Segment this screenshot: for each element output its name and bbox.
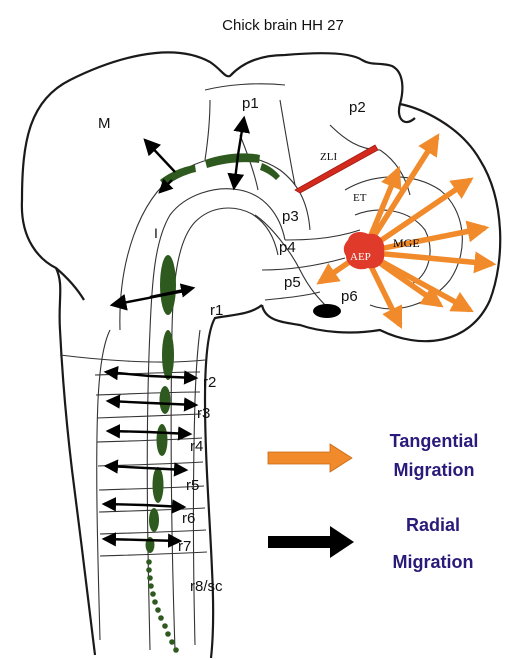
arch-segment-1 [160, 165, 196, 187]
label-p1: p1 [242, 95, 259, 112]
label-r8-sc: r8/sc [190, 578, 223, 595]
legend-radial-line1: Radial [406, 515, 460, 535]
label-M: M [98, 115, 111, 132]
label-MGE: MGE [393, 236, 420, 250]
rhombomere-labels: r1 r2 r3 r4 r5 r6 r7 r8/sc [178, 302, 223, 595]
legend: Tangential Migration Radial Migration [268, 431, 478, 572]
legend-black-arrow [268, 526, 354, 558]
r2-segment [162, 330, 174, 380]
legend-tangential: Tangential Migration [268, 431, 478, 480]
label-r5: r5 [186, 477, 199, 494]
label-I: I [154, 225, 158, 241]
label-ZLI: ZLI [320, 151, 337, 163]
label-r7: r7 [178, 538, 191, 555]
legend-tangential-line1: Tangential [390, 431, 479, 451]
label-r1: r1 [210, 302, 223, 319]
legend-radial-line2: Migration [393, 552, 474, 572]
legend-tangential-line2: Migration [394, 460, 475, 480]
label-ET: ET [353, 192, 367, 204]
label-r3: r3 [197, 405, 210, 422]
legend-radial: Radial Migration [268, 515, 474, 572]
label-p3: p3 [282, 208, 299, 225]
label-r4: r4 [190, 438, 203, 455]
legend-orange-arrow [268, 444, 352, 472]
arch-segment-3 [260, 163, 280, 180]
radial-arrow-p1-up [238, 118, 244, 155]
p6-oval [313, 304, 341, 318]
label-p6: p6 [341, 288, 358, 305]
r5-segment [153, 467, 164, 503]
label-r2: r2 [203, 374, 216, 391]
label-r6: r6 [182, 510, 195, 527]
label-p2: p2 [349, 99, 366, 116]
radial-arrows [104, 118, 244, 541]
r3-segment [160, 386, 171, 414]
r6-segment [149, 508, 159, 532]
region-labels: M I p1 p2 p3 p4 p5 p6 ZLI ET MGE AEP [98, 95, 420, 305]
r1-column [160, 255, 176, 315]
label-p4: p4 [279, 239, 296, 256]
figure-title: Chick brain HH 27 [222, 17, 344, 34]
label-p5: p5 [284, 274, 301, 291]
label-AEP: AEP [350, 251, 371, 263]
r4-segment [157, 424, 168, 456]
radial-arrow-m-left [145, 140, 175, 172]
